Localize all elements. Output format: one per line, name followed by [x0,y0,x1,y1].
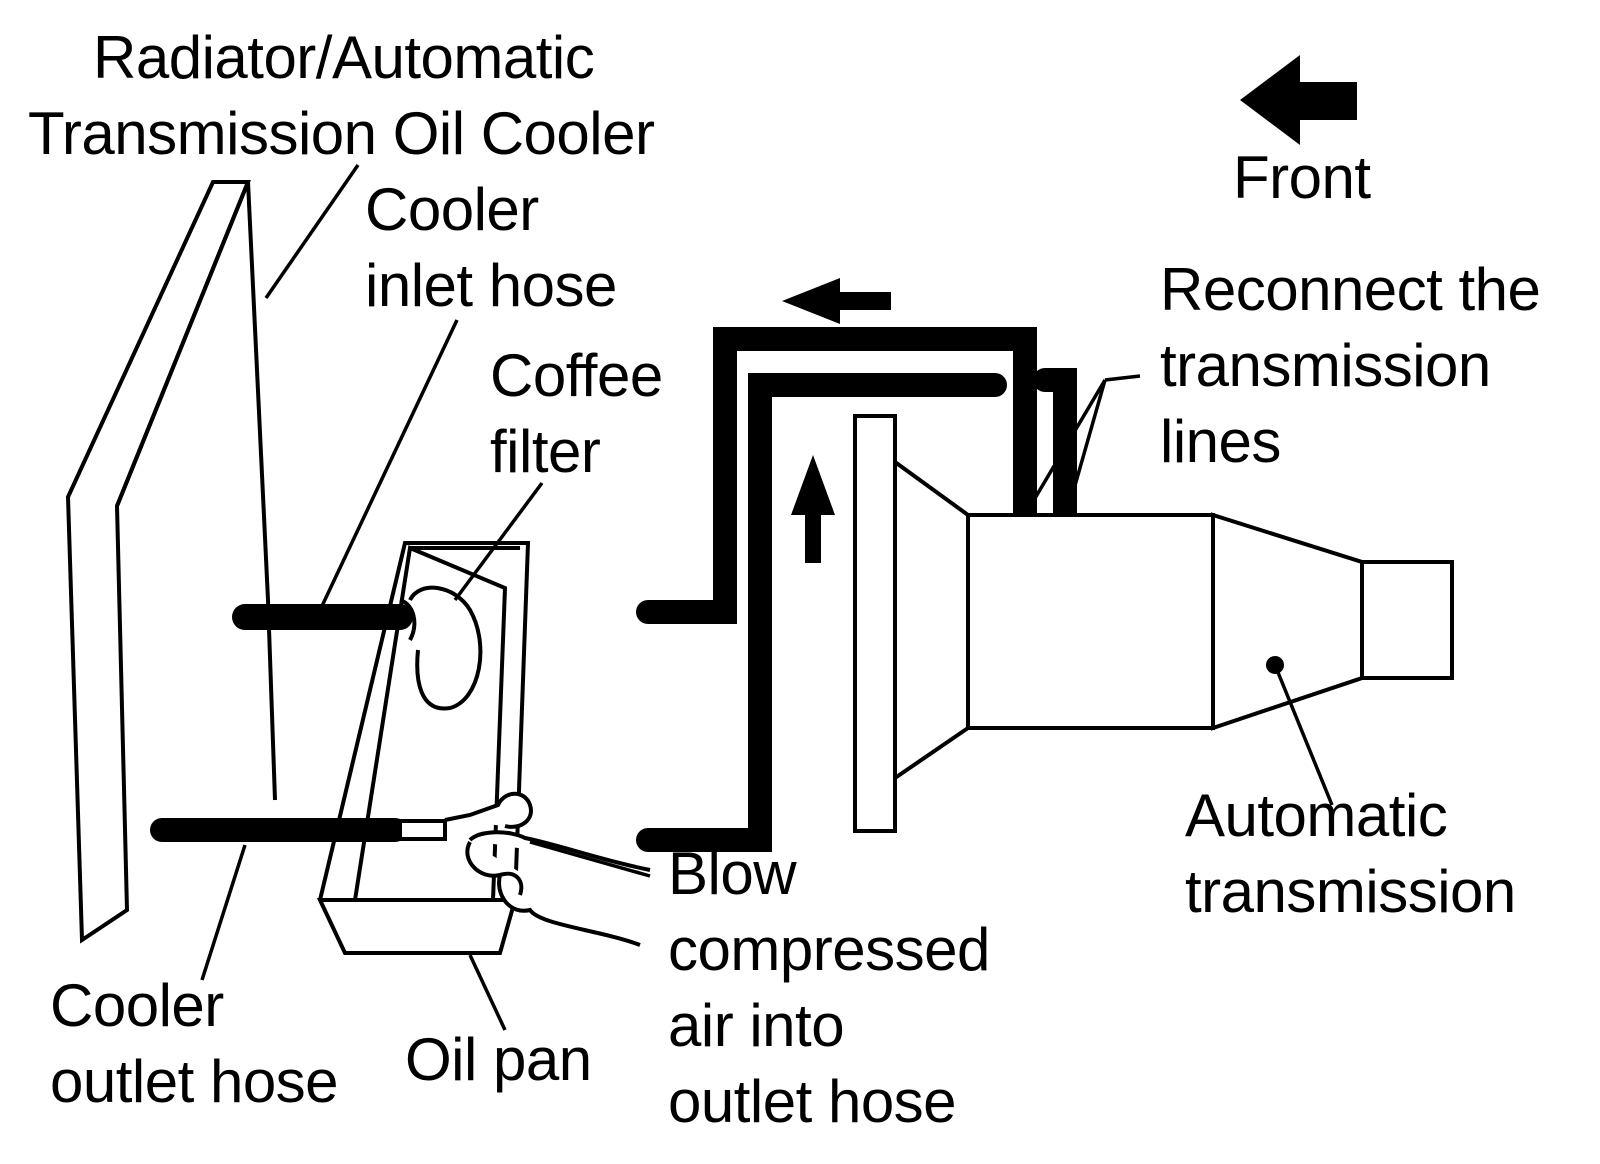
transmission-lines-white-core [737,364,995,612]
cooler-outlet-hose-label: Cooler outlet hose [50,972,339,1115]
leader-reconnect-1 [1104,374,1141,382]
leader-reconnect-2 [1026,379,1107,511]
leader-radiator [264,164,360,299]
oil-pan [316,541,531,955]
leader-oil-pan [468,954,507,1031]
flow-arrow-up-icon [791,455,835,563]
cooler-hoses [150,604,413,842]
cooler-inlet-hose-label: Cooler inlet hose [365,176,617,319]
front-label: Front [1233,144,1371,211]
leader-reconnect-3 [1066,379,1107,511]
coffee-filter-label: Coffee filter [490,342,663,485]
air-gun-hand [398,791,651,947]
oil-pan-label: Oil pan [405,1026,592,1093]
leader-lines [200,164,1334,1031]
leader-blow [529,840,651,878]
flow-arrows [782,278,891,563]
automatic-transmission-body [853,414,1454,833]
radiator-oil-cooler [65,180,277,944]
reconnect-lines-label: Reconnect the transmission lines [1160,256,1541,475]
automatic-transmission-label: Automatic transmission [1185,782,1516,925]
flow-arrow-left-icon [782,278,891,324]
leader-automatic-transmission [1273,664,1334,806]
front-arrow-icon [1240,55,1357,145]
transmission-lines [636,327,1077,852]
blow-air-label: Blow compressed air into outlet hose [668,840,990,1135]
torque-converter-plate [853,414,897,833]
leader-cooler-inlet [320,319,459,607]
coffee-filter [399,585,483,711]
leader-coffee-filter [453,481,544,602]
leader-cooler-outlet [200,844,247,981]
radiator-cooler-label: Radiator/Automatic Transmission Oil Cool… [28,24,655,167]
